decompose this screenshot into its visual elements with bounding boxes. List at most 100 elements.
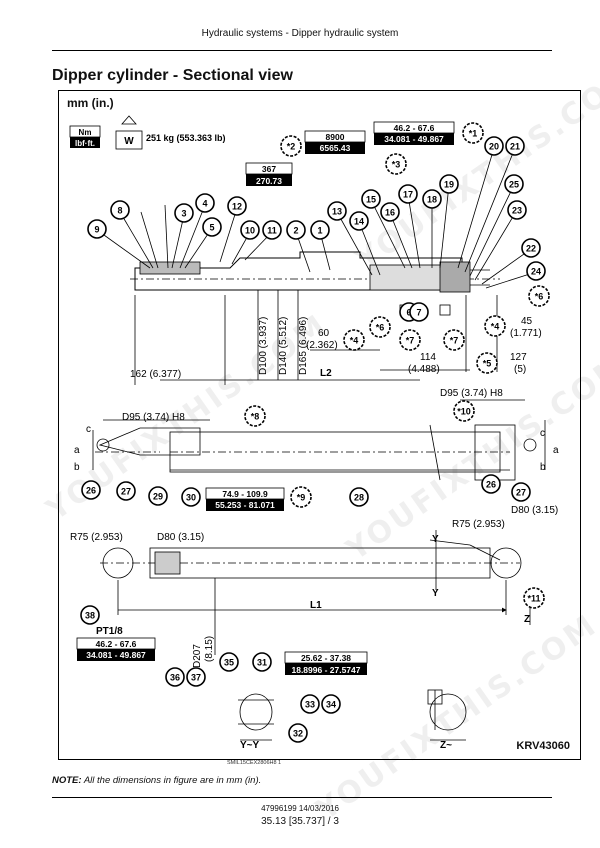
- dim-r75-right: R75 (2.953): [452, 519, 505, 530]
- callout-26: 26: [481, 474, 501, 494]
- svg-text:31: 31: [257, 657, 267, 667]
- svg-text:18.8996 - 27.5747: 18.8996 - 27.5747: [291, 665, 360, 675]
- svg-text:33: 33: [305, 699, 315, 709]
- svg-text:27: 27: [121, 486, 131, 496]
- dim-d95-left: D95 (3.74) H8: [122, 412, 185, 423]
- callout-25: 25: [504, 174, 524, 194]
- callout-27: 27: [511, 482, 531, 502]
- callout-32: 32: [288, 723, 308, 743]
- torque-box-t1: 46.2 - 67.6 34.081 - 49.867: [373, 121, 455, 145]
- svg-text:*3: *3: [392, 159, 401, 169]
- svg-text:55.253 - 81.071: 55.253 - 81.071: [215, 500, 275, 510]
- svg-text:*4: *4: [350, 335, 359, 345]
- svg-text:W: W: [124, 136, 134, 147]
- dim-l1: L1: [310, 600, 322, 611]
- callout-28: 28: [349, 487, 369, 507]
- svg-text:367: 367: [262, 164, 276, 174]
- svg-text:2: 2: [293, 225, 298, 235]
- svg-text:*10: *10: [457, 406, 471, 416]
- dim-a-right: a: [553, 445, 559, 456]
- svg-text:36: 36: [170, 672, 180, 682]
- svg-text:35: 35: [224, 657, 234, 667]
- dim-z: Z: [524, 614, 530, 625]
- svg-text:*2: *2: [287, 141, 296, 151]
- view-label-yy: Y~Y: [240, 740, 260, 751]
- callout-note-4: *4: [343, 329, 365, 351]
- figure-id: KRV43060: [516, 740, 570, 752]
- dim-162: 162 (6.377): [130, 369, 181, 380]
- svg-text:*8: *8: [251, 411, 260, 421]
- page-title: Dipper cylinder - Sectional view: [52, 67, 293, 84]
- dim-y-top: Y: [432, 534, 439, 545]
- svg-text:4: 4: [202, 198, 207, 208]
- svg-text:12: 12: [232, 201, 242, 211]
- callout-31: 31: [252, 652, 272, 672]
- torque-box-t37: 46.2 - 67.6 34.081 - 49.867: [76, 637, 156, 661]
- svg-text:270.73: 270.73: [256, 176, 282, 186]
- dim-pt: PT1/8: [96, 626, 123, 637]
- callout-5: 5: [202, 217, 222, 237]
- callout-35: 35: [219, 652, 239, 672]
- callout-29: 29: [148, 486, 168, 506]
- svg-text:*6: *6: [535, 291, 544, 301]
- dim-60: 60: [318, 328, 330, 339]
- dim-45: 45: [521, 316, 533, 327]
- callout-18: 18: [422, 189, 442, 209]
- callout-33: 33: [300, 694, 320, 714]
- dim-127-in: (5): [514, 364, 526, 375]
- detail-z: [427, 689, 467, 741]
- svg-text:*5: *5: [483, 358, 492, 368]
- doc-number: 47996199 14/03/2016: [261, 804, 339, 813]
- svg-text:8900: 8900: [326, 132, 345, 142]
- svg-text:19: 19: [444, 179, 454, 189]
- svg-text:25.62 - 37.38: 25.62 - 37.38: [301, 653, 351, 663]
- svg-text:3: 3: [181, 208, 186, 218]
- dim-114: 114: [420, 352, 436, 363]
- svg-text:1: 1: [317, 225, 322, 235]
- dim-l2: L2: [320, 368, 332, 379]
- callout-note-4: *4: [484, 315, 506, 337]
- torque-unit-top: Nm: [79, 128, 92, 137]
- svg-text:7: 7: [416, 307, 421, 317]
- callout-16: 16: [380, 202, 400, 222]
- callout-8: 8: [110, 200, 130, 220]
- callout-15: 15: [361, 189, 381, 209]
- torque-box-t367: 367 270.73: [245, 162, 293, 186]
- callout-14: 14: [349, 211, 369, 231]
- svg-text:23: 23: [512, 205, 522, 215]
- footer-rule: [52, 797, 552, 798]
- svg-text:9: 9: [94, 224, 99, 234]
- svg-text:30: 30: [186, 492, 196, 502]
- svg-text:*11: *11: [527, 593, 540, 603]
- svg-text:34.081 - 49.867: 34.081 - 49.867: [86, 650, 146, 660]
- callout-note-11: *11: [523, 587, 545, 609]
- svg-text:29: 29: [153, 491, 163, 501]
- dim-127: 127: [510, 352, 527, 363]
- svg-text:34: 34: [326, 699, 336, 709]
- callout-note-7: *7: [399, 329, 421, 351]
- callout-4: 4: [195, 193, 215, 213]
- svg-text:18: 18: [427, 194, 437, 204]
- callout-note-3: *3: [385, 153, 407, 175]
- svg-text:37: 37: [191, 672, 201, 682]
- svg-text:20: 20: [489, 141, 499, 151]
- header-rule: [52, 50, 552, 51]
- view-label-zz: Z~: [440, 740, 452, 751]
- svg-text:17: 17: [403, 189, 413, 199]
- dim-a-left: a: [74, 445, 80, 456]
- callout-note-5: *5: [476, 352, 498, 374]
- callout-37: 37: [186, 667, 206, 687]
- svg-text:25: 25: [509, 179, 519, 189]
- svg-text:13: 13: [332, 206, 342, 216]
- callout-21: 21: [505, 136, 525, 156]
- torque-box-t33: 25.62 - 37.38 18.8996 - 27.5747: [284, 651, 368, 675]
- dim-60-in: (2.362): [306, 340, 338, 351]
- callout-9: 9: [87, 219, 107, 239]
- svg-text:*7: *7: [406, 335, 415, 345]
- torque-unit-bottom: lbf·ft.: [75, 139, 95, 148]
- torque-box-t9: 74.9 - 109.9 55.253 - 81.071: [205, 487, 285, 511]
- callout-38: 38: [80, 605, 100, 625]
- dim-45-in: (1.771): [510, 328, 542, 339]
- svg-text:*1: *1: [469, 128, 478, 138]
- callout-36: 36: [165, 667, 185, 687]
